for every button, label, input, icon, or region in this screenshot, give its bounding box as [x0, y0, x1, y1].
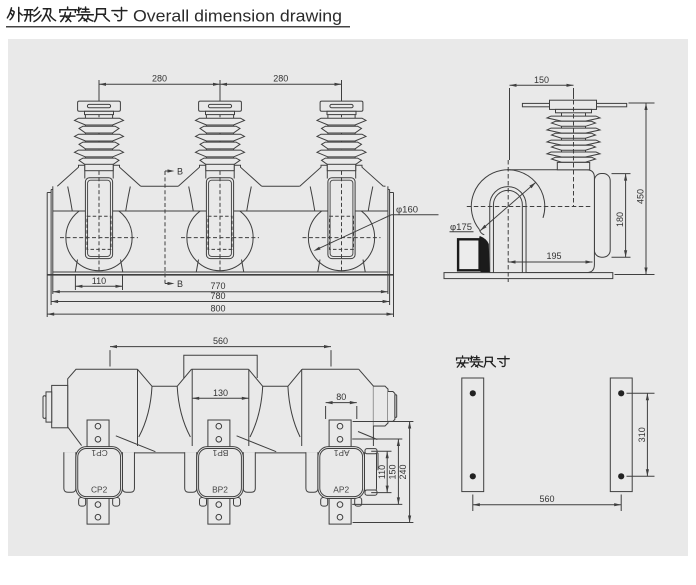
svg-text:280: 280 — [152, 74, 167, 84]
svg-text:150: 150 — [387, 464, 397, 479]
svg-text:AP2: AP2 — [333, 485, 349, 495]
svg-text:450: 450 — [636, 189, 646, 204]
svg-text:BP2: BP2 — [212, 485, 228, 495]
svg-text:770: 770 — [210, 281, 225, 291]
svg-text:B: B — [177, 279, 183, 289]
svg-text:CP1: CP1 — [91, 448, 108, 458]
svg-text:130: 130 — [213, 388, 228, 398]
svg-text:110: 110 — [377, 465, 387, 479]
svg-text:310: 310 — [637, 427, 647, 442]
svg-text:180: 180 — [615, 212, 625, 227]
svg-text:150: 150 — [534, 75, 549, 85]
svg-text:B: B — [177, 167, 183, 177]
svg-text:BP1: BP1 — [212, 448, 228, 458]
svg-text:CP2: CP2 — [91, 485, 108, 495]
svg-text:110: 110 — [92, 276, 106, 286]
svg-text:Overall dimension drawing: Overall dimension drawing — [133, 8, 342, 26]
svg-text:800: 800 — [210, 304, 225, 314]
svg-text:AP1: AP1 — [333, 448, 349, 458]
svg-text:80: 80 — [336, 392, 346, 402]
svg-text:φ175: φ175 — [450, 222, 472, 233]
svg-text:560: 560 — [539, 494, 554, 504]
svg-text:560: 560 — [213, 336, 228, 346]
svg-text:280: 280 — [273, 74, 288, 84]
svg-text:195: 195 — [546, 251, 561, 261]
svg-text:φ160: φ160 — [396, 205, 418, 216]
svg-text:780: 780 — [210, 291, 225, 301]
svg-text:240: 240 — [398, 464, 408, 479]
